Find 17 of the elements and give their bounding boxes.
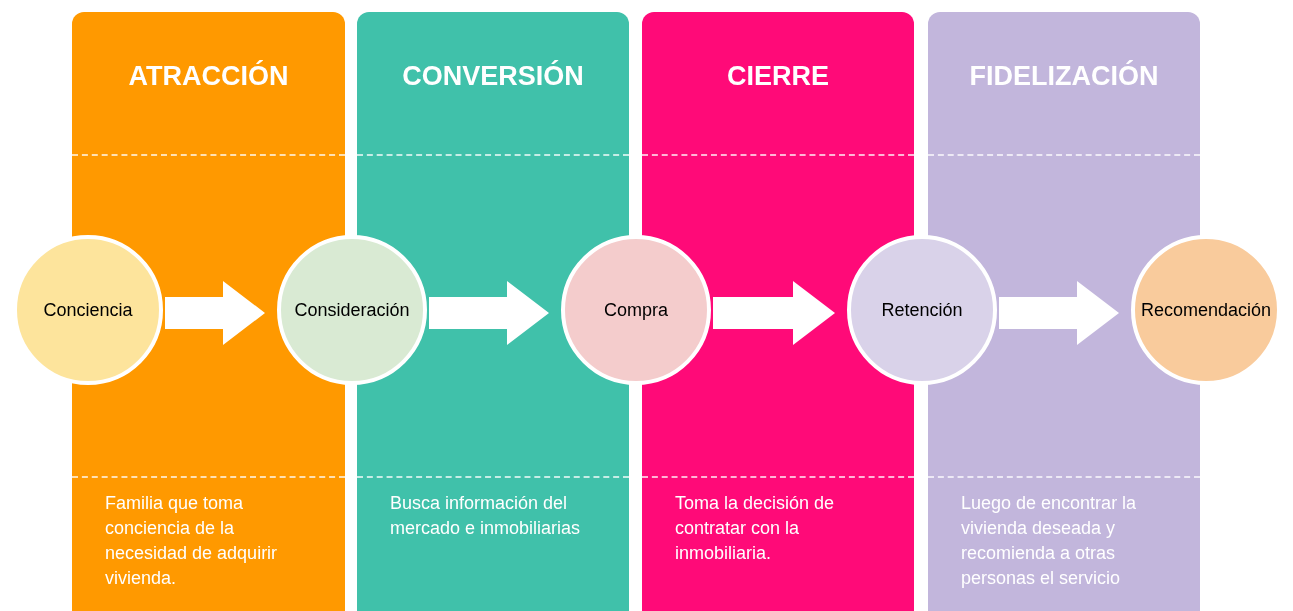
circle-label: Compra [604, 298, 668, 322]
block-arrow [999, 281, 1119, 345]
stage-description: Busca información del mercado e inmobiliarias [390, 492, 582, 540]
stage-heading: CONVERSIÓN [401, 59, 585, 93]
circle-label: Retención [881, 298, 963, 322]
stage-heading: CIERRE [726, 60, 830, 93]
stage-description: Toma la decisión de contratar con la inmobiliaria. [675, 492, 836, 565]
circle-label: Conciencia [43, 298, 133, 322]
block-arrow [713, 281, 835, 345]
block-arrow [165, 281, 265, 345]
circle-label: Consideración [294, 298, 410, 322]
stage-description: Luego de encontrar la vivienda deseada y recomienda a otras personas el servicio [961, 492, 1138, 590]
stage-heading: FIDELIZACIÓN [968, 59, 1160, 93]
stage-heading: ATRACCIÓN [127, 59, 290, 93]
block-arrow [429, 281, 549, 345]
circle-label: Recomendación [1140, 298, 1272, 322]
stage-description: Familia que toma conciencia de la necesidad de adquirir vivienda. [105, 492, 279, 590]
